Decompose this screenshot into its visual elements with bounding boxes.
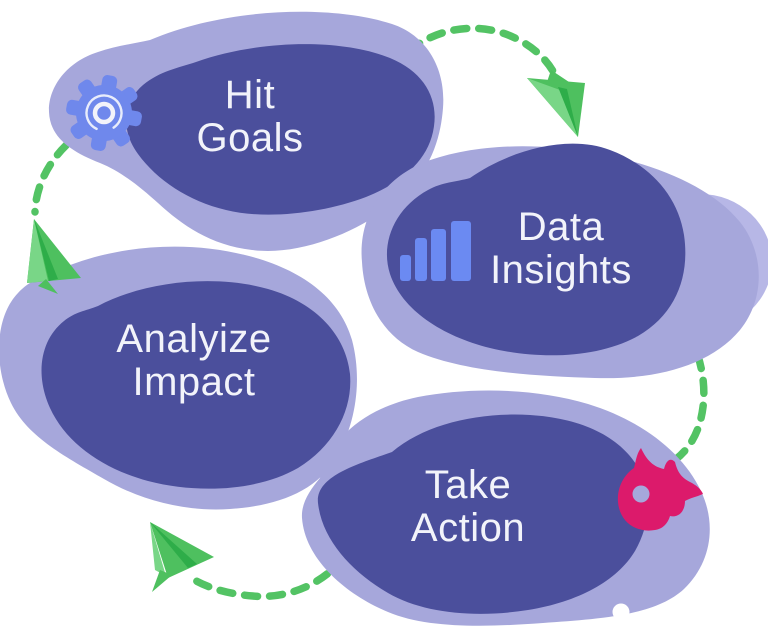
blob-dark-hit-goals	[126, 44, 435, 215]
node-label-hit-goals: Hit Goals	[197, 74, 304, 160]
label-line: Goals	[196, 116, 304, 160]
label-line: Hit	[224, 73, 276, 117]
label-line: Data	[517, 205, 605, 249]
gear-icon	[66, 75, 142, 151]
node-hit-goals	[48, 11, 444, 251]
label-line: Insights	[490, 248, 632, 292]
label-line: Take	[424, 463, 512, 507]
paper-plane-icon-top	[527, 70, 585, 137]
node-label-analyize-impact: Analyize Impact	[116, 318, 271, 404]
node-label-data-insights: Data Insights	[490, 206, 632, 292]
white-dot	[612, 603, 630, 621]
blob-dark-data-insights	[386, 143, 686, 356]
connector-hit-goals-to-data-insights	[405, 24, 558, 77]
bar-chart-icon	[400, 221, 471, 281]
node-analyize-impact	[0, 246, 357, 510]
paper-plane-icon-left	[27, 219, 81, 294]
connector-take-action-to-analyize-impact	[184, 552, 349, 601]
comet-icon	[617, 448, 703, 531]
node-data-insights	[361, 143, 759, 379]
blob-dark-analyize-impact	[41, 281, 351, 489]
node-label-take-action: Take Action	[411, 464, 525, 550]
label-line: Action	[410, 506, 526, 550]
paper-plane-icon-bottom	[150, 522, 214, 592]
node-take-action	[301, 390, 710, 626]
blob-dark-take-action	[317, 414, 648, 614]
label-line: Impact	[132, 360, 256, 404]
label-line: Analyize	[116, 317, 272, 361]
